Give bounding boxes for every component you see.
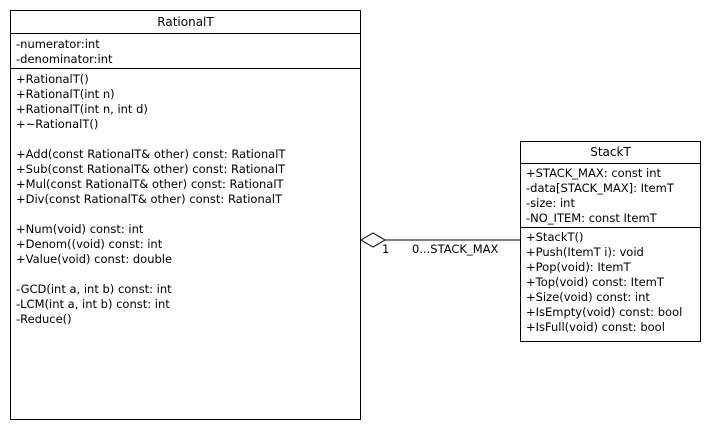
aggregation-diamond-icon	[360, 232, 386, 248]
class-rationalt[interactable]: RationalT -numerator:int -denominator:in…	[10, 10, 361, 420]
operation: +Add(const RationalT& other) const: Rati…	[16, 147, 286, 161]
operation: +Denom((void) const: int	[16, 237, 163, 251]
operation: +IsEmpty(void) const: bool	[526, 305, 683, 319]
operation: -Reduce()	[16, 312, 72, 326]
operation: +Sub(const RationalT& other) const: Rati…	[16, 162, 286, 176]
operation: +Num(void) const: int	[16, 222, 144, 236]
multiplicity-stack: 0...STACK_MAX	[412, 242, 499, 256]
class-stackt[interactable]: StackT +STACK_MAX: const int -data[STACK…	[520, 141, 701, 342]
operation: +RationalT()	[16, 72, 89, 86]
attribute: -NO_ITEM: const ItemT	[526, 211, 657, 225]
multiplicity-rational: 1	[382, 242, 390, 256]
operation: +Push(ItemT i): void	[526, 245, 644, 259]
operation: +Top(void) const: ItemT	[526, 275, 664, 289]
operations-section: +StackT() +Push(ItemT i): void +Pop(void…	[521, 228, 700, 336]
operation: +Pop(void): ItemT	[526, 260, 631, 274]
attributes-section: +STACK_MAX: const int -data[STACK_MAX]: …	[521, 164, 700, 228]
attributes-section: -numerator:int -denominator:int	[11, 34, 360, 69]
operation: +Mul(const RationalT& other) const: Rati…	[16, 177, 284, 191]
operation: +Div(const RationalT& other) const: Rati…	[16, 192, 283, 206]
class-name: RationalT	[11, 11, 360, 34]
attribute: -data[STACK_MAX]: ItemT	[526, 181, 674, 195]
attribute: +STACK_MAX: const int	[526, 166, 662, 180]
operation: +IsFull(void) const: bool	[526, 320, 665, 334]
class-name: StackT	[521, 142, 700, 164]
operation: +~RationalT()	[16, 117, 99, 131]
operation: +Value(void) const: double	[16, 252, 173, 266]
operation: -LCM(int a, int b) const: int	[16, 297, 170, 311]
operation: +RationalT(int n)	[16, 87, 115, 101]
operation: +StackT()	[526, 230, 584, 244]
operation: +RationalT(int n, int d)	[16, 102, 148, 116]
operation: +Size(void) const: int	[526, 290, 650, 304]
operation: -GCD(int a, int b) const: int	[16, 282, 172, 296]
operations-section: +RationalT() +RationalT(int n) +Rational…	[11, 69, 360, 328]
attribute: -size: int	[526, 196, 575, 210]
attribute: -numerator:int	[16, 37, 100, 51]
attribute: -denominator:int	[16, 52, 113, 66]
